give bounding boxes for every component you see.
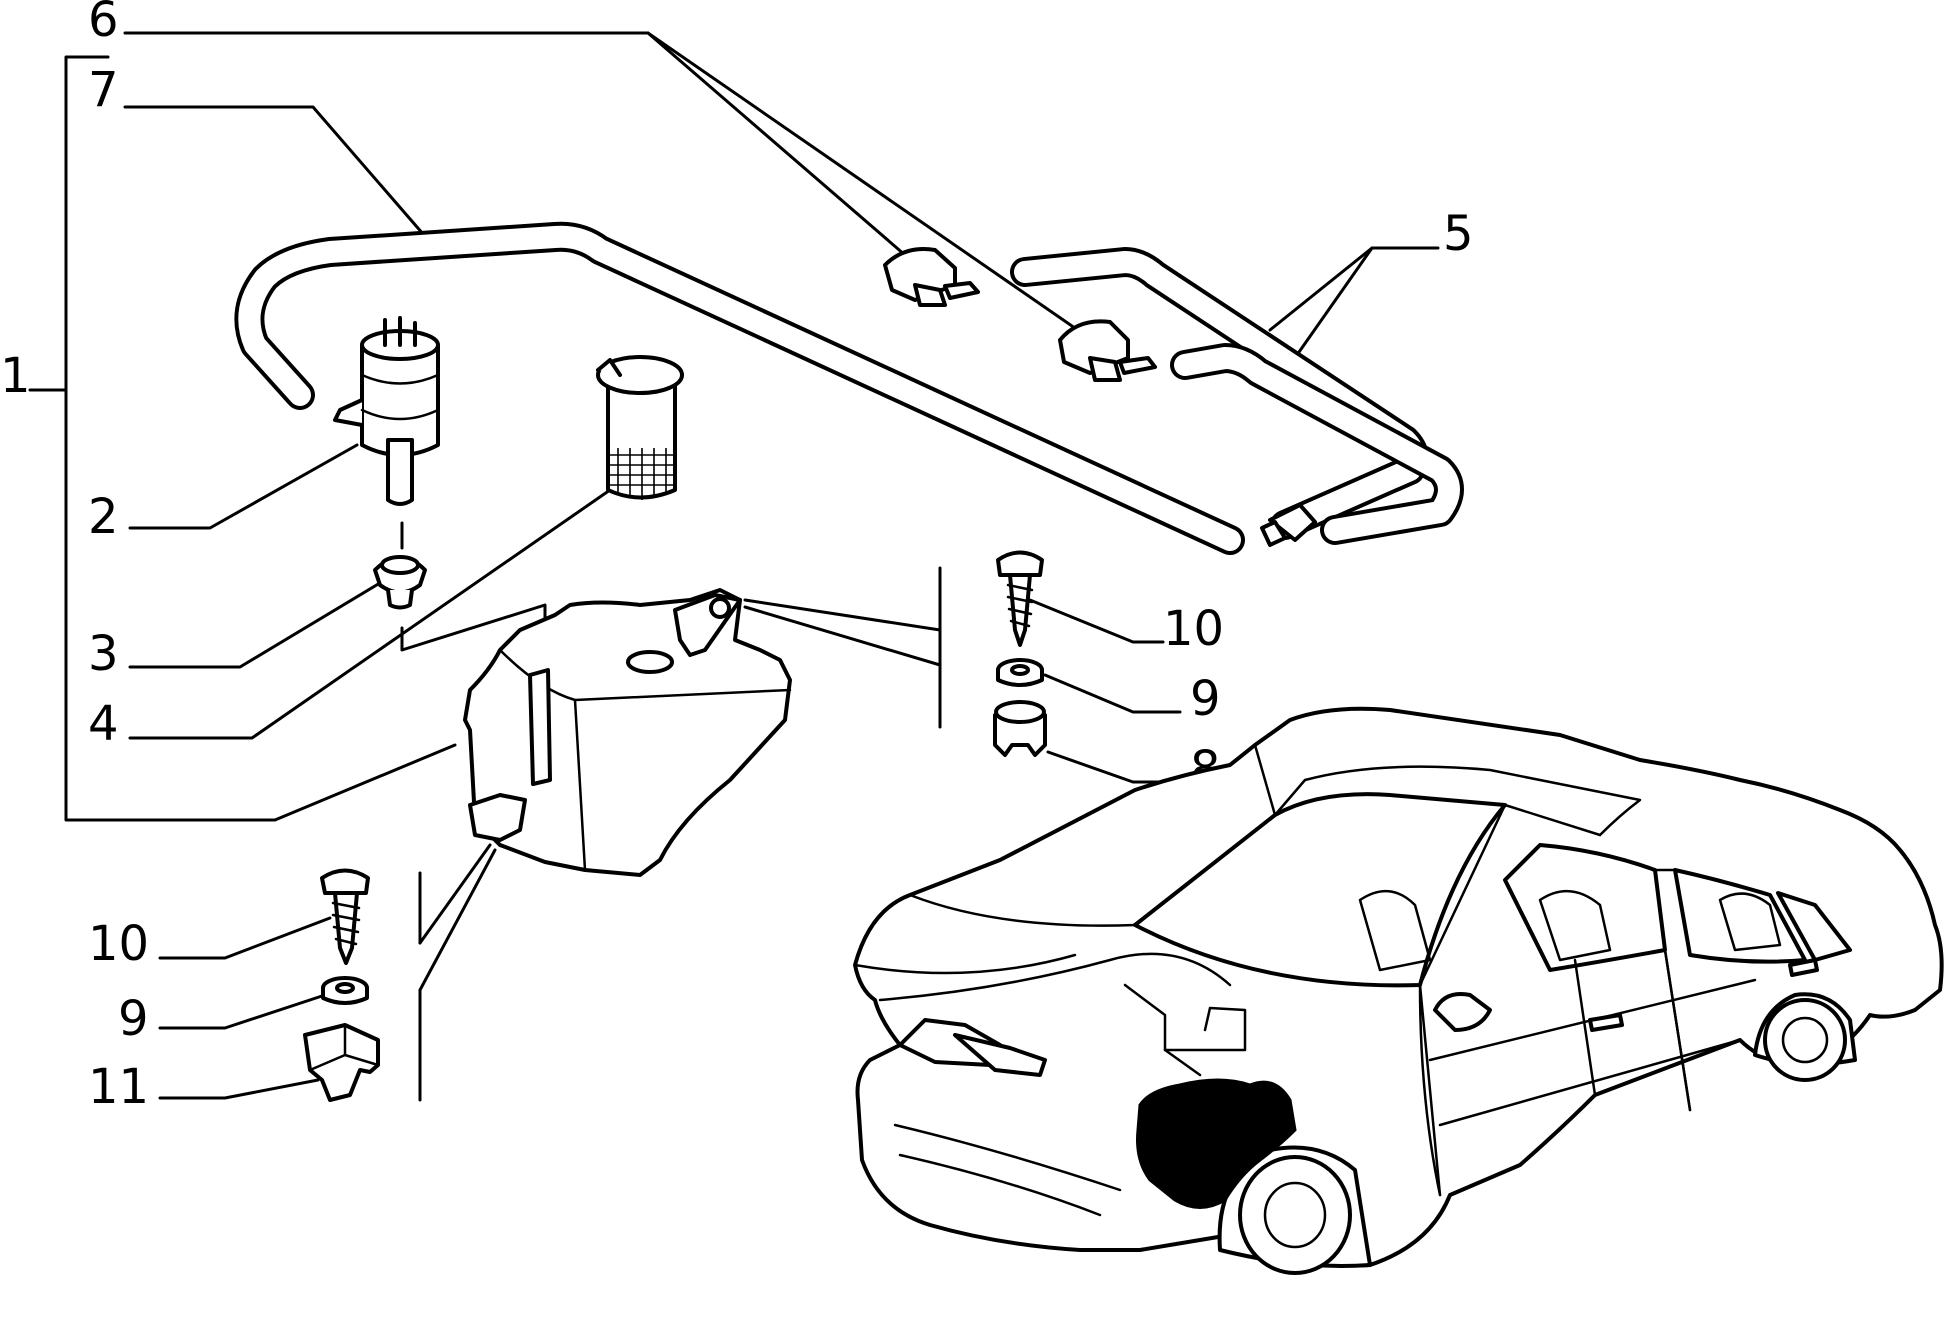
callout-9-upper: 9: [1190, 671, 1221, 727]
washer-filter: [596, 355, 684, 500]
callout-7: 7: [88, 62, 119, 118]
callout-9-lower: 9: [118, 991, 149, 1047]
callout-11: 11: [88, 1059, 149, 1115]
washer-reservoir: [463, 588, 792, 877]
callout-4: 4: [88, 696, 119, 752]
fastener-set-upper: [993, 550, 1047, 757]
callout-3: 3: [88, 626, 119, 682]
callout-10-lower: 10: [88, 916, 149, 972]
leader-lines: [28, 31, 1440, 1102]
pump-grommet: [373, 555, 427, 610]
car-illustration: [853, 706, 1944, 1275]
callout-5: 5: [1443, 206, 1474, 262]
callout-10-upper: 10: [1163, 601, 1224, 657]
washer-nozzles: [883, 247, 1157, 382]
callout-2: 2: [88, 489, 119, 545]
washer-pump: [333, 316, 440, 506]
reservoir-location-highlight: [1136, 1078, 1297, 1209]
hose-assembly: [234, 221, 1464, 555]
callout-6: 6: [88, 0, 119, 48]
fastener-set-lower: [303, 868, 380, 1102]
callout-1: 1: [0, 348, 31, 404]
